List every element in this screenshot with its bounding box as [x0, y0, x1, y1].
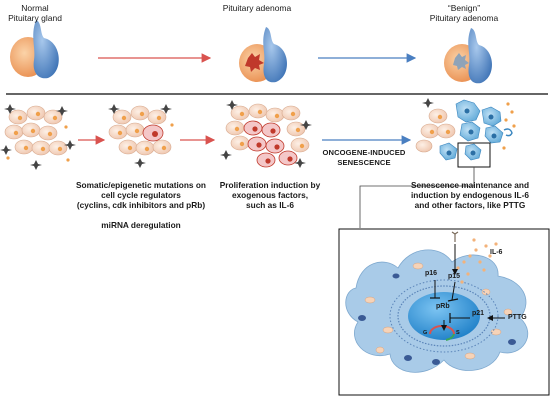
caption-mutations-line2: cell cycle regulators: [101, 190, 181, 200]
inset-label-s: S: [456, 330, 460, 336]
caption-maintenance: Senescence maintenance and induction by …: [400, 180, 540, 210]
caption-oncogene-induced-senescence: ONCOGENE-INDUCED SENESCENCE: [314, 148, 414, 168]
label-normal-line2: Pituitary gland: [8, 13, 62, 23]
label-benign-line1: “Benign”: [447, 3, 481, 13]
inset-label-g1: G: [423, 330, 428, 336]
caption-mutations-line3: (cyclins, cdk inhibitors and pRb): [76, 200, 206, 210]
adenoma-gland-illustration: [239, 27, 288, 83]
label-adenoma-line1: Pituitary adenoma: [222, 3, 292, 13]
inset-label-pttg: PTTG: [508, 314, 527, 321]
normal-gland-illustration: [10, 20, 59, 79]
zoom-connector: [359, 167, 475, 228]
inset-label-p21: p21: [472, 310, 485, 317]
caption-mirna-text: miRNA deregulation: [101, 220, 181, 230]
caption-proliferation: Proliferation induction by exogenous fac…: [208, 180, 332, 210]
normal-cell-cluster: [0, 104, 76, 170]
mutated-cell-cluster: [108, 104, 174, 168]
inset-label-p15: p15: [448, 273, 461, 280]
inset-label-il6: IL-6: [490, 249, 503, 256]
label-benign-adenoma: “Benign” Pituitary adenoma: [426, 3, 502, 23]
senescent-cell-cluster: [415, 98, 516, 168]
caption-maintenance-line2: induction by endogenous IL-6: [411, 190, 529, 200]
caption-proliferation-line3: such as IL-6: [246, 200, 294, 210]
caption-senescence-line1: ONCOGENE-INDUCED: [322, 148, 406, 157]
inset-label-p16: p16: [425, 270, 438, 277]
label-benign-line2: Pituitary adenoma: [429, 13, 499, 23]
caption-mutations-line1: Somatic/epigenetic mutations on: [75, 180, 206, 190]
caption-maintenance-line3: and other factors, like PTTG: [414, 200, 526, 210]
benign-adenoma-gland-illustration: [444, 28, 493, 84]
caption-mirna: miRNA deregulation: [66, 220, 216, 230]
label-normal-line1: Normal: [21, 3, 49, 13]
caption-proliferation-line2: exogenous factors,: [231, 190, 309, 200]
label-normal-pituitary: Normal Pituitary gland: [0, 3, 70, 23]
inset-senescent-cell: [345, 231, 529, 373]
label-pituitary-adenoma: Pituitary adenoma: [222, 3, 292, 13]
caption-mutations: Somatic/epigenetic mutations on cell cyc…: [66, 180, 216, 210]
caption-proliferation-line1: Proliferation induction by: [219, 180, 321, 190]
inset-label-prb: pRb: [436, 303, 450, 310]
caption-maintenance-line1: Senescence maintenance and: [410, 180, 530, 190]
caption-senescence-line2: SENESCENCE: [337, 158, 391, 167]
proliferating-cell-cluster: [220, 100, 312, 168]
